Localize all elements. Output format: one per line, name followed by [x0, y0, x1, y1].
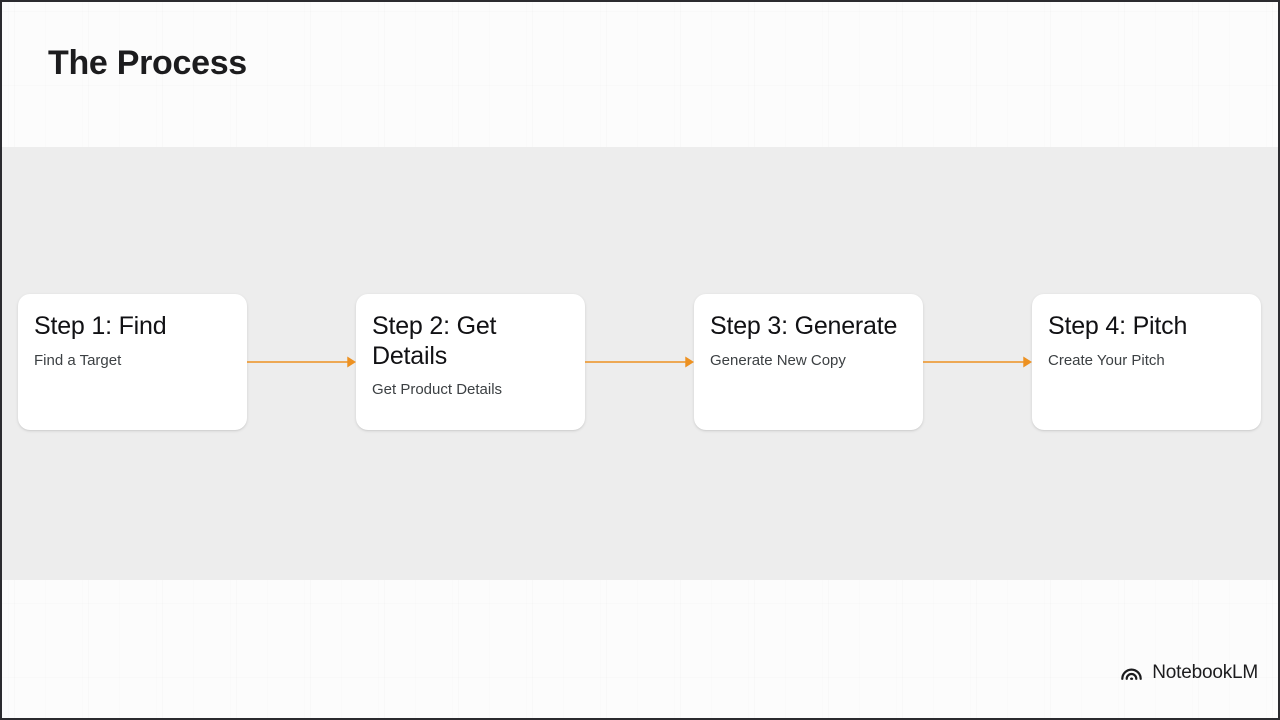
step-card-1-title: Step 1: Find — [34, 312, 167, 340]
step-card-2-title: Step 2: Get Details — [372, 312, 497, 370]
page-title: The Process — [48, 44, 247, 82]
title-area: The Process — [48, 44, 247, 83]
arrow-right-icon — [923, 356, 1032, 368]
step-card-3-subtitle: Generate New Copy — [710, 351, 846, 369]
arrow-step1-to-step2 — [247, 294, 356, 430]
notebooklm-arc-icon — [1121, 668, 1143, 680]
step-card-2[interactable]: Step 2: Get Details Get Product Details — [356, 294, 585, 430]
step-card-4-title: Step 4: Pitch — [1048, 312, 1188, 340]
step-card-4[interactable]: Step 4: Pitch Create Your Pitch — [1032, 294, 1261, 430]
notebooklm-branding: NotebookLM — [1120, 661, 1258, 684]
step-card-1-subtitle: Find a Target — [34, 351, 122, 369]
step-card-1[interactable]: Step 1: Find Find a Target — [18, 294, 247, 430]
arrow-step2-to-step3 — [585, 294, 694, 430]
process-flow: Step 1: Find Find a Target Step 2: Get D… — [2, 294, 1278, 430]
arrow-right-icon — [247, 356, 356, 368]
step-card-3-title: Step 3: Generate — [710, 312, 898, 340]
step-card-4-subtitle: Create Your Pitch — [1048, 351, 1165, 369]
notebooklm-wordmark: NotebookLM — [1152, 661, 1258, 683]
step-card-3[interactable]: Step 3: Generate Generate New Copy — [694, 294, 923, 430]
step-card-2-subtitle: Get Product Details — [372, 381, 503, 398]
arrow-right-icon — [585, 356, 694, 368]
arrow-step3-to-step4 — [923, 294, 1032, 430]
